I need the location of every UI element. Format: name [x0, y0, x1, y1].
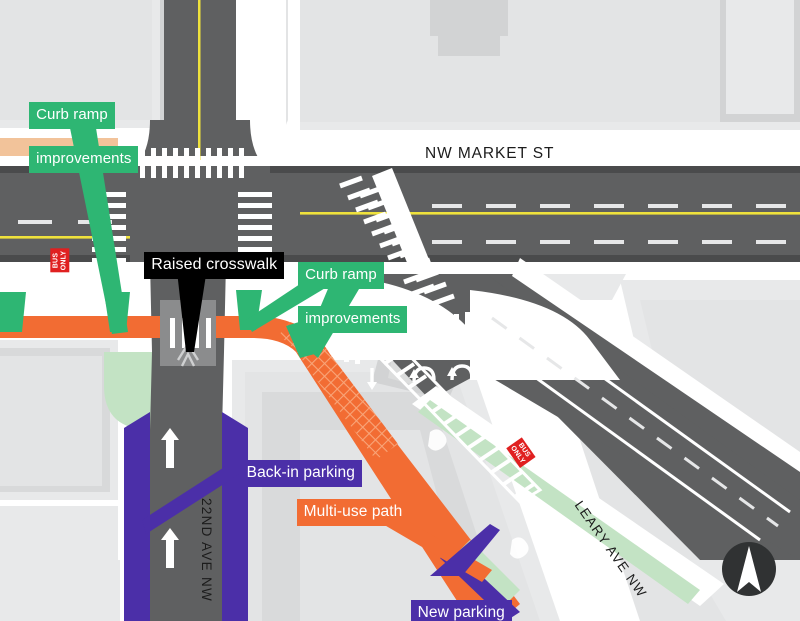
centerline-22nd	[198, 0, 201, 160]
leary-ladder-markings	[382, 350, 536, 498]
sidewalk-leary-sw	[412, 386, 724, 606]
callout-raised-crosswalk-label: Raised crosswalk	[144, 251, 285, 280]
multi-use-path-west	[0, 316, 268, 338]
leary-sharrow-2	[510, 537, 529, 559]
curb-ramp-wedge-west	[0, 292, 26, 332]
leary-bikelane-edges	[375, 342, 543, 504]
crosswalk-north-22nd	[140, 148, 244, 178]
leader-back-in-parking	[142, 466, 252, 534]
callout-curb-ramp-ne-label: Curb ramp	[298, 262, 384, 289]
callout-back-in-parking-label: Back-in parking	[239, 459, 362, 487]
parcel-nw-1b	[0, 0, 152, 120]
callout-curb-ramp-ne-label2: improvements	[298, 306, 408, 333]
leary-lane-edge-2	[503, 304, 791, 514]
street-label-22nd-ave-nw: 22ND AVE NW	[199, 498, 214, 603]
sidewalk-ne-corner	[264, 0, 300, 166]
parcel-ne-5	[726, 0, 794, 114]
bus-only-marker-west-line1: BUS	[52, 252, 60, 269]
parcel-sw-1c	[0, 356, 102, 486]
bus-only-marker-west: BUS ONLY	[50, 248, 70, 273]
callout-multi-use-path[interactable]: Multi-use path	[279, 481, 410, 544]
lane-arrows-22nd	[161, 428, 179, 568]
leary-lane-edge-1	[469, 328, 761, 542]
callout-raised-crosswalk[interactable]: Raised crosswalk	[126, 233, 285, 298]
sidewalk-market-north	[0, 156, 800, 166]
callout-back-in-parking[interactable]: Back-in parking	[222, 442, 362, 505]
sidewalk-leary-ne	[512, 258, 800, 472]
callout-curb-ramp-nw-label: Curb ramp	[29, 102, 115, 129]
crosswalk-diagonal-edge	[372, 168, 430, 270]
bus-only-marker-west-line2: ONLY	[59, 250, 67, 271]
street-label-nw-market-st: NW MARKET ST	[425, 145, 555, 162]
callout-curb-ramp-ne[interactable]: Curb ramp improvements	[281, 245, 408, 350]
multi-use-path-diagonal	[252, 316, 520, 621]
parcel-sw-3	[0, 560, 120, 621]
callout-curb-ramp-nw[interactable]: Curb ramp improvements	[12, 85, 139, 190]
multi-use-path-conflict-zone	[278, 322, 398, 460]
parcel-ne-2	[430, 0, 508, 36]
leary-lane-dashes	[491, 316, 779, 528]
callout-new-parking-label: New parking	[410, 599, 512, 621]
parcel-ne-3	[438, 36, 500, 56]
leader-new-parking	[430, 524, 500, 576]
centerline-market-east	[300, 212, 800, 215]
lane-dashes-market-east-south	[432, 240, 786, 244]
centerline-market-west	[0, 236, 130, 239]
parcel-ne-1b	[286, 0, 800, 122]
crosswalk-east-market	[238, 192, 272, 252]
market-curb-south	[0, 255, 800, 262]
callout-new-parking[interactable]: New parking	[393, 582, 512, 621]
leader-curb-ramp-ne-left	[246, 284, 332, 332]
callout-multi-use-path-label: Multi-use path	[296, 498, 410, 526]
back-in-parking-west	[124, 412, 150, 621]
callout-curb-ramp-nw-label2: improvements	[29, 146, 139, 173]
north-arrow-icon	[722, 542, 776, 596]
leary-sharrow-1	[428, 429, 447, 451]
green-space-west	[104, 352, 152, 430]
lane-dashes-market-east-north	[432, 204, 786, 208]
leader-curb-ramp-nw	[70, 128, 128, 334]
market-curb-north	[0, 166, 800, 173]
leary-turn-arrows	[367, 364, 474, 390]
leader-raised-crosswalk	[176, 262, 208, 352]
planting-strip-leary	[418, 400, 700, 604]
